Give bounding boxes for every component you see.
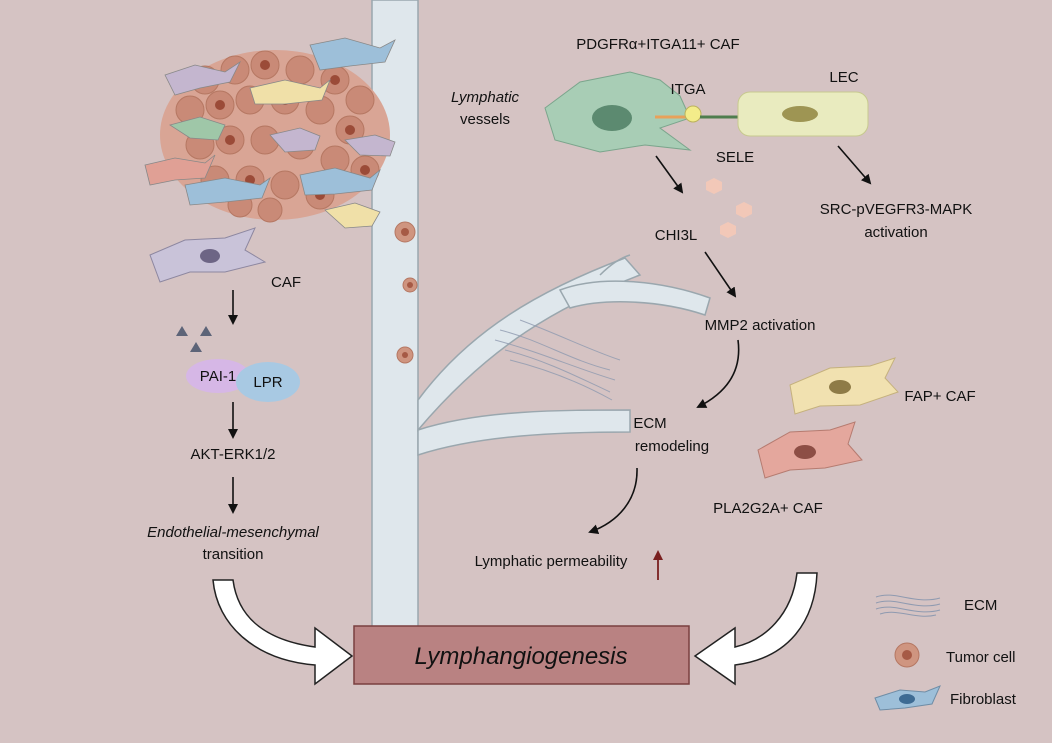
itga-label: ITGA [670, 81, 705, 98]
arrow-mmp2-to-ecm [696, 339, 740, 408]
pla-caf-label: PLA2G2A+ CAF [713, 500, 823, 517]
akt-label: AKT-ERK1/2 [190, 446, 275, 463]
big-arrows [212, 572, 818, 686]
pai1-label: PAI-1 [200, 368, 236, 385]
arrow-lec-to-src [837, 145, 872, 185]
fap-caf-label: FAP+ CAF [904, 388, 975, 405]
lymphatic-vessel [371, 0, 711, 631]
lec-cell [737, 91, 869, 137]
ecm-label-line1: ECM [633, 415, 666, 432]
endo-label-line2: transition [203, 546, 264, 563]
src-label-line2: activation [864, 224, 927, 241]
lec-label: LEC [829, 69, 858, 86]
vessels-label: vessels [460, 111, 510, 128]
pai1-lpr-complex [186, 359, 300, 402]
caf-label: CAF [271, 274, 301, 291]
arrow-ecm-to-permeability [588, 467, 638, 535]
legend-fibroblast-icon [874, 685, 941, 711]
arrow-caf-to-chi3l [655, 155, 684, 194]
itga-sele-binding [655, 105, 740, 123]
legend-ecm-label: ECM [964, 597, 997, 614]
endo-label-line1: Endothelial-mesenchymal [147, 524, 319, 541]
ecm-fibers [494, 319, 621, 401]
pai1-molecules [176, 326, 212, 352]
permeability-label: Lymphatic permeability [475, 553, 628, 570]
legend-tumor-cell-icon [894, 642, 920, 668]
chi3l-molecules [706, 178, 752, 238]
left-curved-arrow [212, 579, 354, 686]
lymphangiogenesis-label: Lymphangiogenesis [414, 643, 627, 670]
chi3l-label: CHI3L [655, 227, 698, 244]
lymphatic-label: Lymphatic [451, 89, 520, 106]
legend-fibroblast-label: Fibroblast [950, 691, 1017, 708]
legend-ecm-icon [875, 594, 941, 617]
arrow-chi3l-to-mmp2 [704, 251, 737, 298]
src-label-line1: SRC-pVEGFR3-MAPK [820, 201, 973, 218]
pdgfr-caf-label: PDGFRα+ITGA11+ CAF [576, 36, 739, 53]
lymphangiogenesis-box [353, 625, 690, 685]
pla2g2a-caf-fibroblast [757, 421, 863, 479]
right-curved-arrow [693, 572, 818, 686]
ecm-label-line2: remodeling [635, 438, 709, 455]
arrows [228, 145, 872, 580]
caf-fibroblast [149, 227, 267, 283]
tumor-mass [144, 37, 396, 229]
sele-label: SELE [716, 149, 754, 166]
pdgfr-caf-fibroblast [544, 71, 692, 153]
legend-tumor-label: Tumor cell [946, 649, 1015, 666]
fap-caf-fibroblast [789, 357, 899, 415]
mmp2-label: MMP2 activation [705, 317, 816, 334]
legend [874, 594, 941, 711]
lpr-label: LPR [253, 374, 282, 391]
tumor-cells-in-vessel [394, 221, 418, 364]
